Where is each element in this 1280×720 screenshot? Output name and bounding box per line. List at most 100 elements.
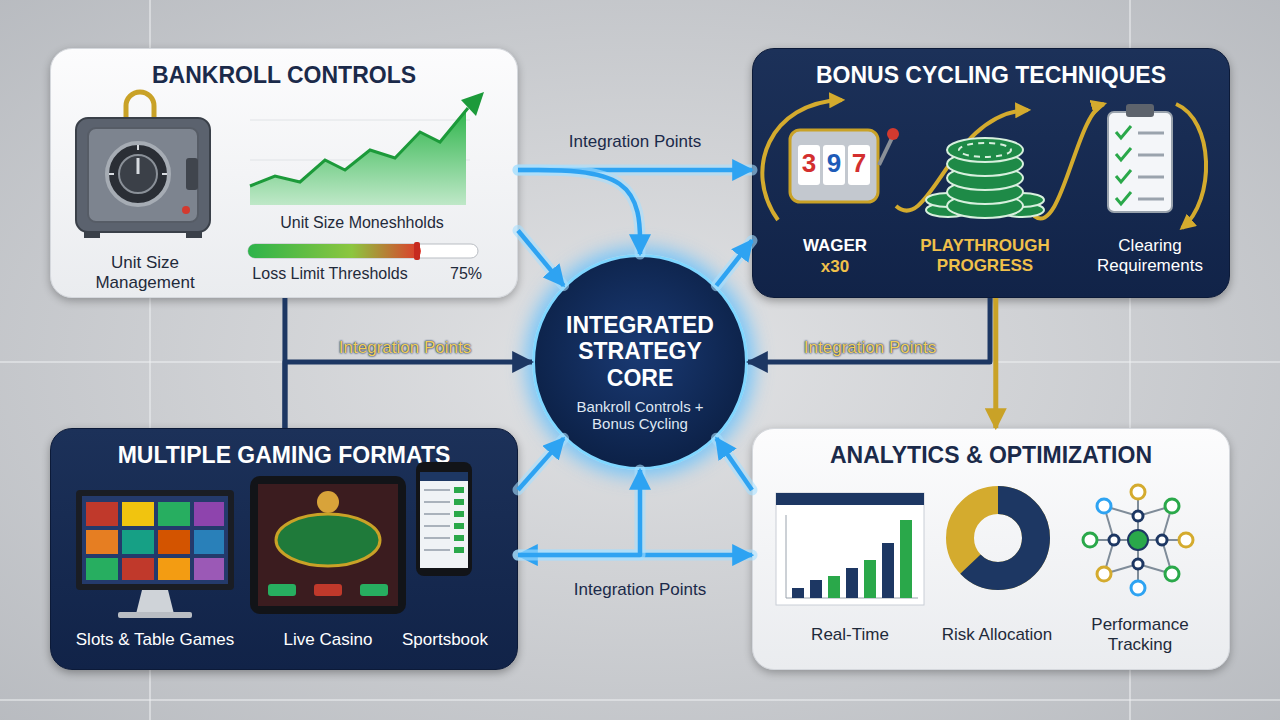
panel-title: BANKROLL CONTROLS: [64, 62, 504, 88]
chip-stack: [947, 180, 1023, 204]
item-label: Clearing Requirements: [1085, 236, 1215, 275]
panel-box: MULTIPLE GAMING FORMATSSlots & Table Gam…: [50, 428, 518, 670]
safe-icon: [186, 232, 202, 238]
item-label: Unit Size Management: [70, 253, 220, 292]
dashboard-chart: [882, 543, 894, 598]
connector-line: [518, 168, 752, 173]
dashboard-chart: [828, 576, 840, 598]
item-label: PLAYTHROUGH PROGRESS: [915, 236, 1055, 275]
dashboard-chart: [776, 493, 924, 605]
panel-box: BANKROLL CONTROLS Unit Size Management Uni…: [50, 48, 518, 298]
connector-line: [518, 170, 640, 254]
integration-connector: [284, 298, 285, 428]
clipboard-icon: [1108, 104, 1172, 212]
phone-sportsbook: [454, 535, 464, 541]
panel-title: BONUS CYCLING TECHNIQUES: [761, 62, 1221, 88]
clipboard-icon: [1116, 148, 1131, 160]
reel-digit: 3: [798, 149, 820, 179]
safe-icon: [84, 232, 100, 238]
connector-line: [518, 553, 752, 558]
integration-connector: [518, 170, 640, 254]
integration-connector: [716, 241, 752, 286]
tablet-live-casino: [360, 584, 388, 596]
slot-machine-icon: [887, 128, 899, 140]
clipboard-icon: [1138, 133, 1164, 199]
clipboard-icon: [1126, 104, 1154, 117]
chip-stack: [1000, 193, 1044, 207]
phone-sportsbook: [416, 462, 472, 576]
clipboard-icon: [1116, 126, 1131, 138]
desktop-monitor: [122, 530, 154, 554]
performance-network: [1133, 559, 1143, 569]
core-title: INTEGRATED STRATEGY CORE: [545, 312, 735, 391]
performance-network: [1138, 506, 1172, 516]
multiplier-value: x30: [790, 257, 880, 277]
performance-network: [1165, 567, 1179, 581]
slot-machine-icon: [879, 138, 892, 165]
loss-limit-bar: [414, 242, 420, 260]
desktop-monitor: [136, 590, 174, 614]
clipboard-icon: [1116, 192, 1131, 204]
safe-icon: [137, 145, 139, 150]
edge-label: Integration Points: [305, 338, 505, 358]
dashboard-chart: [776, 493, 924, 505]
performance-network: [1083, 485, 1193, 595]
phone-sportsbook: [454, 511, 464, 517]
dashboard-chart: [776, 493, 924, 605]
clipboard-icon: [1116, 126, 1131, 204]
tablet-live-casino: [258, 484, 398, 606]
growth-chart: [250, 160, 470, 161]
item-label: Loss Limit Thresholds: [240, 265, 420, 283]
item-label: Performance Tracking: [1080, 615, 1200, 654]
core-subtitle: Bankroll Controls + Bonus Cycling: [572, 398, 708, 433]
phone-sportsbook: [454, 547, 464, 553]
connector-glow: [518, 470, 640, 555]
performance-network: [1104, 506, 1138, 516]
performance-network: [1097, 499, 1111, 513]
phone-sportsbook: [424, 525, 450, 527]
performance-network: [1138, 539, 1162, 541]
phone-sportsbook: [424, 490, 450, 550]
integration-connector: [518, 438, 564, 490]
chip-stack: [947, 194, 1023, 218]
dashboard-chart: [786, 515, 787, 598]
risk-donut: [960, 500, 1036, 576]
performance-network: [1109, 535, 1119, 545]
loss-limit-bar: [248, 242, 478, 260]
percent-value: 75%: [441, 265, 491, 283]
phone-sportsbook: [416, 462, 472, 576]
connector-line: [716, 438, 752, 490]
connector-line: [748, 298, 990, 362]
desktop-monitor: [86, 558, 118, 580]
connector-glow: [518, 231, 564, 286]
item-label: Unit Size Moneshholds: [242, 214, 482, 232]
dashboard-chart: [786, 598, 918, 599]
integration-connector: [518, 231, 564, 286]
desktop-monitor: [82, 496, 228, 584]
desktop-monitor: [194, 530, 224, 554]
clipboard-icon: [1108, 112, 1172, 212]
reel-digit: 9: [823, 149, 845, 179]
chip-stack: [959, 143, 1011, 157]
performance-network: [1162, 540, 1172, 574]
item-label: Slots & Table Games: [65, 630, 245, 650]
growth-chart: [461, 92, 484, 116]
performance-network: [1137, 516, 1139, 540]
performance-network: [1179, 533, 1193, 547]
cycle-loop: [762, 100, 842, 220]
integration-connector: [518, 470, 640, 555]
cycle-loop: [896, 110, 1028, 211]
edge-label: Integration Points: [770, 338, 970, 358]
dashboard-chart: [846, 568, 858, 598]
performance-network: [1083, 485, 1193, 595]
performance-network: [1165, 499, 1179, 513]
panel-box: BONUS CYCLING TECHNIQUESWAGERx30PLAYTHRO…: [752, 48, 1230, 298]
loss-limit-bar: [248, 244, 478, 258]
chip-stack: [926, 203, 970, 217]
performance-network: [1137, 540, 1139, 564]
desktop-monitor: [194, 502, 224, 526]
phone-sportsbook: [454, 523, 464, 529]
connector-glow: [518, 438, 564, 490]
desktop-monitor: [158, 530, 190, 554]
